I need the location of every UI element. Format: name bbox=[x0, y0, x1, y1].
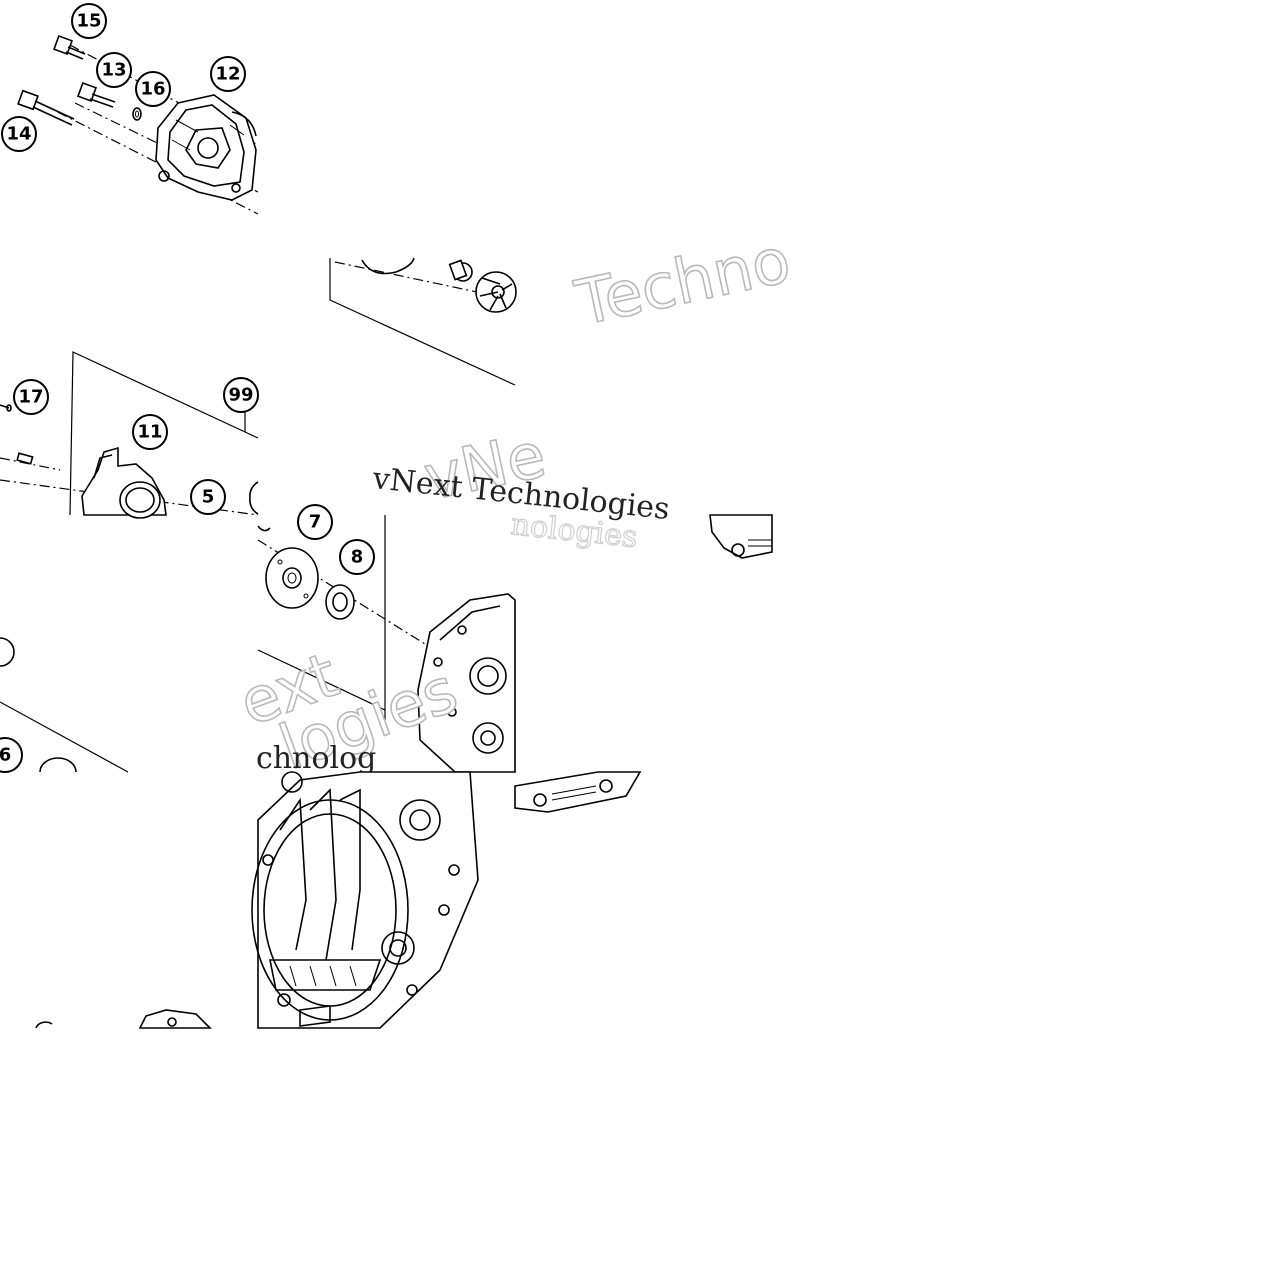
svg-text:5: 5 bbox=[202, 487, 215, 508]
crankcase-cover-upper bbox=[257, 525, 516, 773]
pin-17b bbox=[16, 452, 34, 465]
callout-16: 16 bbox=[135, 71, 171, 107]
svg-text:nologies: nologies bbox=[509, 507, 639, 555]
svg-text:Techno: Techno bbox=[569, 223, 797, 340]
svg-text:15: 15 bbox=[76, 11, 101, 32]
gasket-11 bbox=[81, 446, 167, 519]
bolt-15 bbox=[53, 35, 86, 60]
svg-text:7: 7 bbox=[309, 512, 322, 533]
tile-small-housing bbox=[709, 514, 773, 559]
svg-text:13: 13 bbox=[101, 60, 126, 81]
callout-5: 5 bbox=[190, 479, 226, 515]
tile-pump-cover: 15 13 16 12 14 bbox=[1, 3, 259, 215]
watermark-fragment-techno: Techno bbox=[568, 223, 797, 341]
callout-17: 17 bbox=[13, 379, 49, 415]
svg-text:8: 8 bbox=[351, 547, 364, 568]
callout-13: 13 bbox=[96, 52, 132, 88]
pin-17a bbox=[0, 404, 12, 412]
tile-clutch-cover bbox=[251, 771, 479, 1029]
svg-text:16: 16 bbox=[140, 79, 165, 100]
seal-plate-7 bbox=[265, 547, 319, 609]
svg-text:17: 17 bbox=[18, 387, 43, 408]
svg-text:14: 14 bbox=[6, 124, 31, 145]
tile-impeller bbox=[329, 257, 517, 386]
callout-11: 11 bbox=[132, 414, 168, 450]
pump-cover-12 bbox=[155, 94, 257, 201]
bolt-13 bbox=[77, 82, 116, 108]
washer-16 bbox=[132, 107, 142, 121]
callout-15: 15 bbox=[71, 3, 107, 39]
callout-14: 14 bbox=[1, 116, 37, 152]
svg-text:99: 99 bbox=[228, 385, 253, 406]
callout-7: 7 bbox=[297, 504, 333, 540]
tile-lower-left: 6 bbox=[0, 637, 129, 773]
svg-text:11: 11 bbox=[137, 422, 162, 443]
callout-99: 99 bbox=[223, 377, 259, 413]
tile-seals-crankcase: 7 8 nologies ext logies chnolog bbox=[229, 504, 640, 785]
tile-gasket-strip bbox=[514, 771, 642, 813]
callout-12: 12 bbox=[210, 56, 246, 92]
callout-8: 8 bbox=[339, 539, 375, 575]
tile-gasket: 17 99 11 5 bbox=[0, 351, 259, 519]
svg-text:chnolog: chnolog bbox=[256, 741, 376, 776]
callout-6: 6 bbox=[0, 737, 23, 773]
tile-bottom-fragments bbox=[35, 1009, 212, 1029]
svg-text:6: 6 bbox=[0, 745, 11, 766]
svg-text:12: 12 bbox=[215, 64, 240, 85]
bolt-14 bbox=[17, 89, 75, 126]
impeller bbox=[448, 259, 517, 313]
shaft-seal-8 bbox=[325, 584, 355, 620]
